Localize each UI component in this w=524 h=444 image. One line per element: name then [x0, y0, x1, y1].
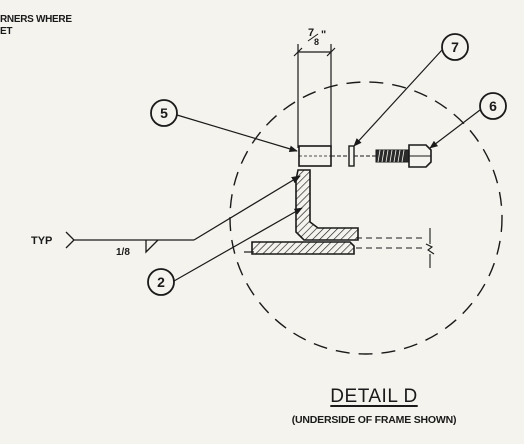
weld-tail-label: TYP	[31, 235, 52, 247]
weld-size-label: 1/8	[116, 247, 130, 258]
weld-arrow-leader	[193, 175, 301, 241]
angle-bracket	[295, 169, 359, 241]
note-line-2: ET	[0, 26, 13, 37]
callout-5-number: 5	[160, 105, 168, 121]
general-note: RNERS WHERE ET	[0, 14, 72, 38]
dimension-tick-right	[326, 47, 336, 57]
washer	[348, 145, 355, 167]
dimension-numerator: 7	[308, 27, 314, 39]
detail-title: DETAIL D	[330, 386, 418, 407]
weld-tail	[65, 231, 75, 249]
bolt	[354, 144, 432, 168]
callout-2-number: 2	[157, 274, 165, 290]
fillet-weld-symbol	[145, 239, 159, 254]
callout-7-number: 7	[451, 39, 459, 55]
dimension-denominator: 8	[314, 37, 319, 47]
dimension-inch-mark: "	[321, 29, 326, 41]
detail-boundary-circle	[229, 81, 503, 355]
callout-2: 2	[147, 207, 303, 296]
frame-break	[356, 228, 435, 268]
callout-7: 7	[353, 33, 469, 147]
detail-subtitle: (UNDERSIDE OF FRAME SHOWN)	[291, 414, 457, 426]
note-line-1: RNERS WHERE	[0, 14, 72, 25]
dimension-text: 7 8 "	[307, 27, 326, 47]
weld-symbol	[65, 175, 301, 254]
callout-6-number: 6	[489, 98, 497, 114]
dimension-tick-left	[293, 47, 303, 57]
callout-5: 5	[150, 99, 298, 153]
callout-6: 6	[429, 92, 507, 149]
frame-member	[251, 241, 355, 255]
dimension-group	[293, 44, 336, 148]
